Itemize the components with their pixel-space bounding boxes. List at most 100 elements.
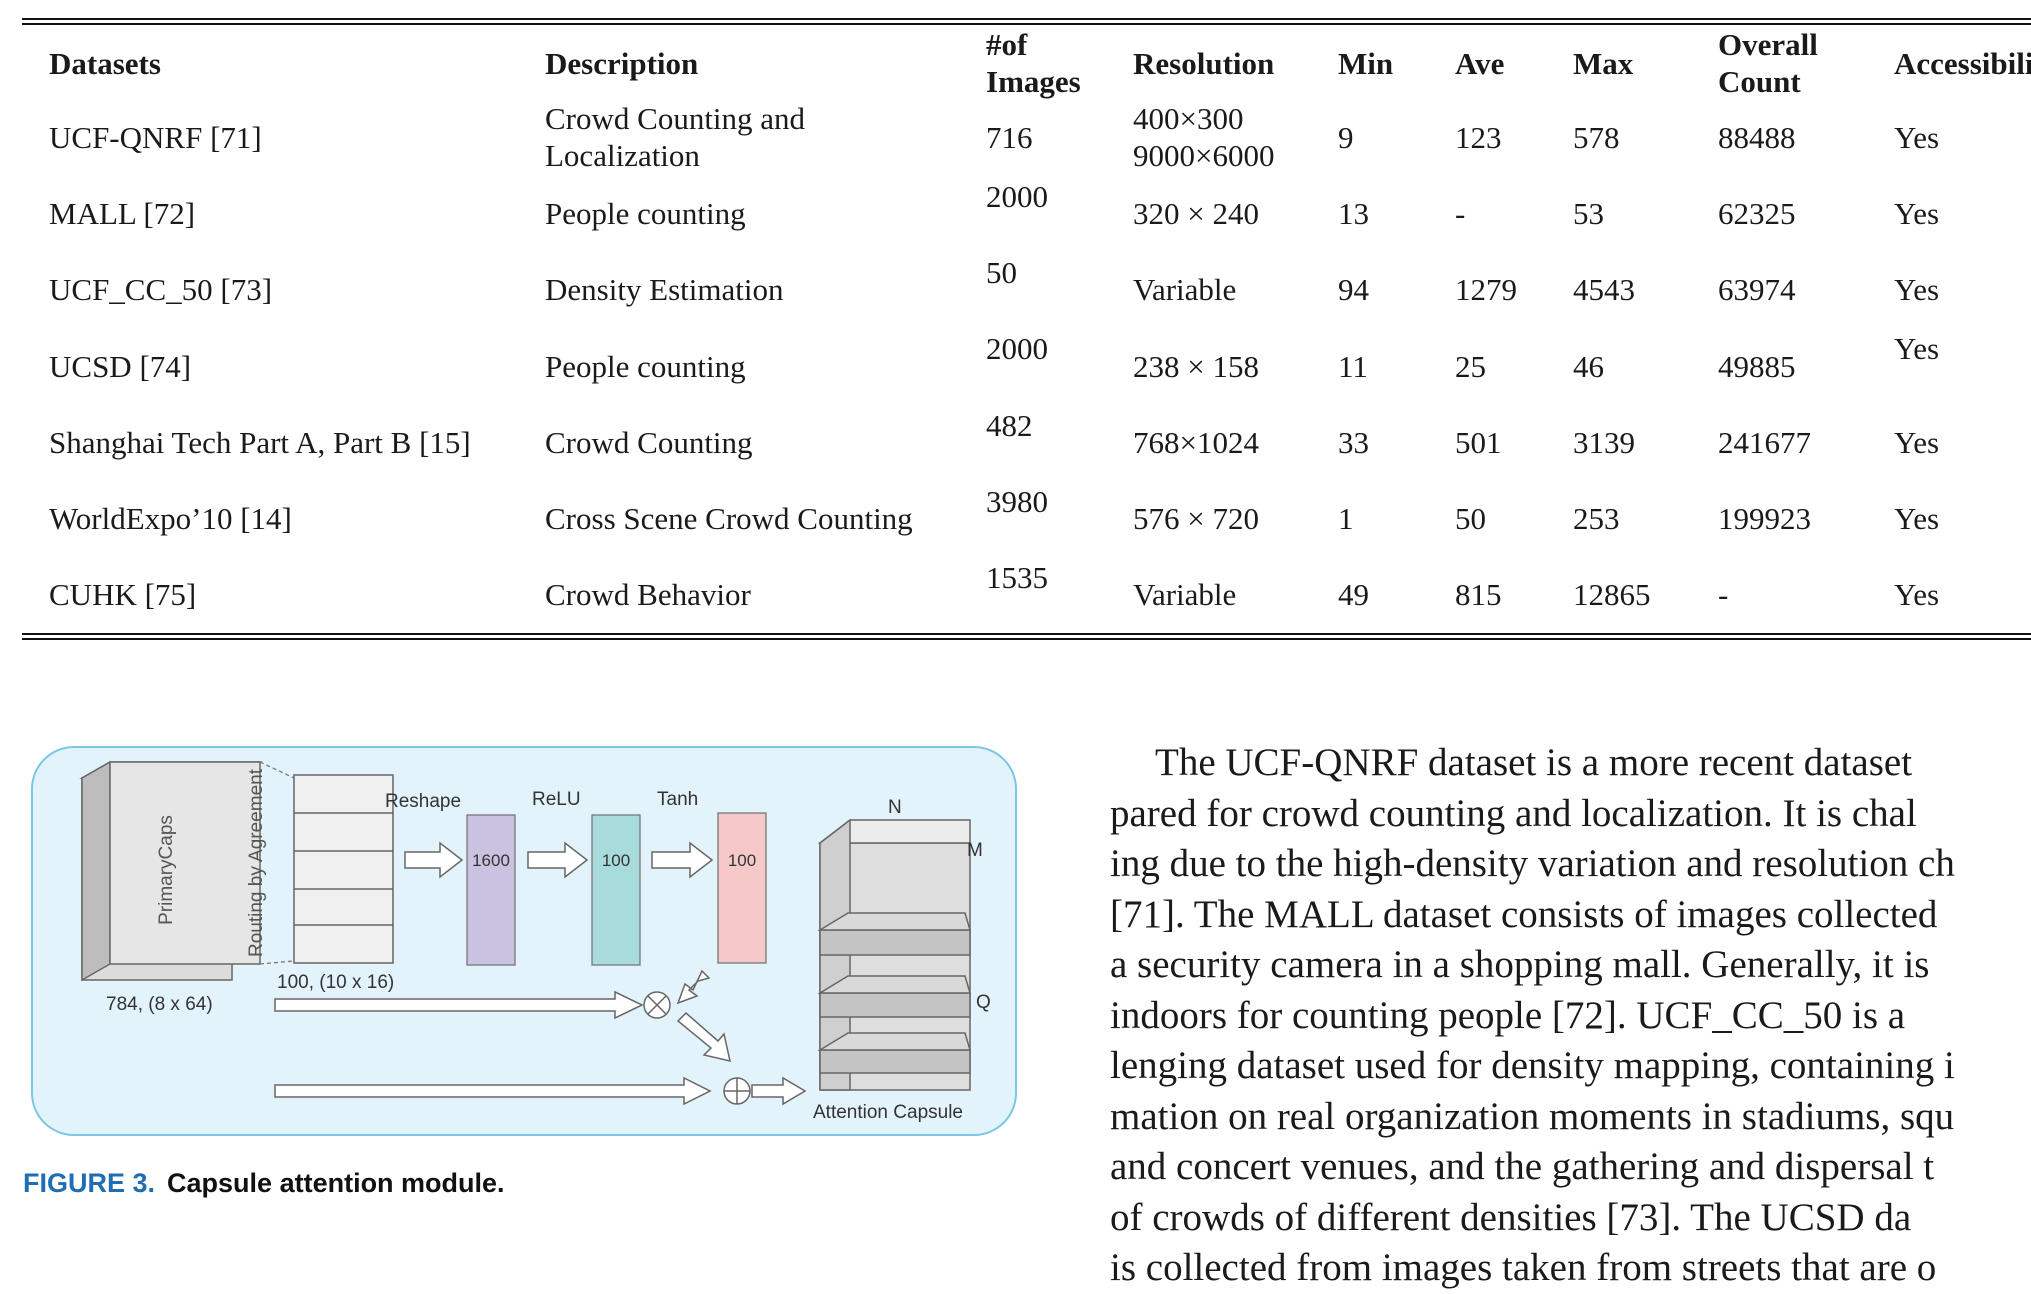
cell-ave: 50 [1455, 501, 1486, 536]
body-line: lenging dataset used for density mapping… [1110, 1044, 1955, 1087]
cell-images: 50 [986, 255, 1017, 290]
header-accessibility: Accessibility [1894, 46, 2031, 81]
cell-description: People counting [545, 196, 746, 231]
relu-box [591, 814, 641, 966]
cell-ave: - [1455, 196, 1466, 231]
skip-arrows [274, 969, 807, 1106]
cell-resolution: 576 × 720 [1133, 501, 1259, 536]
cell-dataset: WorldExpo’10 [14] [49, 501, 292, 536]
cell-images: 716 [986, 120, 1033, 155]
cell-resolution: 9000×6000 [1133, 138, 1275, 173]
cell-description: Cross Scene Crowd Counting [545, 501, 913, 536]
body-line: indoors for counting people [72]. UCF_CC… [1110, 993, 1906, 1037]
header-min: Min [1338, 46, 1394, 81]
header-images-line2: Images [986, 64, 1081, 99]
cell-resolution: 400×300 [1133, 101, 1244, 136]
cell-access: Yes [1894, 425, 1940, 460]
cell-overall: 199923 [1718, 501, 1811, 536]
cell-overall: 49885 [1718, 349, 1796, 384]
flow-arrows [404, 841, 714, 879]
cell-images: 2000 [986, 331, 1048, 366]
cell-min: 33 [1338, 425, 1369, 460]
body-line: pared for crowd counting and localizatio… [1110, 791, 1917, 835]
cell-ave: 1279 [1455, 272, 1517, 307]
body-paragraph: The UCF-QNRF dataset is a more recent da… [1110, 738, 2031, 1294]
primarycaps-label: PrimaryCaps [156, 815, 177, 925]
q-label: Q [976, 992, 991, 1013]
cell-min: 11 [1338, 349, 1368, 384]
tanh-box [717, 812, 767, 964]
cell-max: 253 [1573, 501, 1620, 536]
body-line: is collected from images taken from stre… [1110, 1246, 1937, 1289]
primarycaps-dims-label: 784, (8 x 64) [106, 994, 213, 1015]
cell-description: People counting [545, 349, 746, 384]
multiply-operator [643, 991, 671, 1019]
cell-resolution: Variable [1133, 577, 1237, 612]
reshape-label: Reshape [385, 791, 461, 812]
cell-dataset: UCF-QNRF [71] [49, 120, 262, 155]
cell-overall: 241677 [1718, 425, 1811, 460]
cell-max: 12865 [1573, 577, 1651, 612]
cell-min: 13 [1338, 196, 1369, 231]
body-line: and concert venues, and the gathering an… [1110, 1145, 1935, 1188]
header-images-line1: #of [986, 27, 1028, 62]
m-label: M [967, 840, 983, 861]
cell-description: Crowd Behavior [545, 577, 751, 612]
cell-max: 3139 [1573, 425, 1635, 460]
body-line: The UCF-QNRF dataset is a more recent da… [1155, 741, 1913, 784]
cell-ave: 123 [1455, 120, 1502, 155]
cell-max: 578 [1573, 120, 1620, 155]
relu-box-label: 100 [602, 851, 630, 870]
reshape-box-label: 1600 [472, 851, 510, 870]
body-line: ing due to the high-density variation an… [1110, 842, 1955, 885]
cell-images: 3980 [986, 484, 1048, 519]
cell-access: Yes [1894, 196, 1940, 231]
cell-resolution: 320 × 240 [1133, 196, 1259, 231]
body-line: mation on real organization moments in s… [1110, 1094, 1955, 1138]
cell-min: 49 [1338, 577, 1369, 612]
cell-dataset: MALL [72] [49, 196, 196, 231]
cell-min: 1 [1338, 501, 1354, 536]
cell-access: Yes [1894, 120, 1940, 155]
cell-dataset: UCSD [74] [49, 349, 192, 384]
cell-description: Localization [545, 138, 700, 173]
cell-dataset: UCF_CC_50 [73] [49, 272, 273, 307]
cell-ave: 25 [1455, 349, 1486, 384]
header-max: Max [1573, 46, 1634, 81]
cell-description: Density Estimation [545, 272, 784, 307]
cell-max: 46 [1573, 349, 1604, 384]
header-overall-line1: Overall [1718, 27, 1818, 62]
header-datasets: Datasets [49, 46, 161, 81]
cell-access: Yes [1894, 331, 1940, 366]
cell-images: 482 [986, 408, 1033, 443]
cell-images: 2000 [986, 179, 1048, 214]
capsule-attention-figure: PrimaryCaps 784, (8 x 64) Routing by Agr… [30, 745, 1018, 1137]
figure-caption-text: Capsule attention module. [167, 1168, 505, 1198]
reshape-box [466, 814, 516, 966]
cell-images: 1535 [986, 560, 1048, 595]
cell-overall: - [1718, 577, 1729, 612]
relu-label: ReLU [532, 789, 581, 810]
figure-caption: FIGURE 3.Capsule attention module. [23, 1168, 505, 1199]
header-overall-line2: Count [1718, 64, 1801, 99]
cell-overall: 63974 [1718, 272, 1796, 307]
routing-label: Routing by Agreement [246, 768, 267, 957]
header-resolution: Resolution [1133, 46, 1275, 81]
cell-description: Crowd Counting [545, 425, 753, 460]
cell-overall: 62325 [1718, 196, 1796, 231]
tanh-box-label: 100 [728, 851, 756, 870]
cell-resolution: 238 × 158 [1133, 349, 1259, 384]
cell-description: Crowd Counting and [545, 101, 806, 136]
cell-max: 4543 [1573, 272, 1635, 307]
cell-access: Yes [1894, 272, 1940, 307]
body-line: a security camera in a shopping mall. Ge… [1110, 943, 1930, 986]
body-line: of crowds of different densities [73]. T… [1110, 1195, 1912, 1239]
routing-capsule-stack [293, 774, 394, 964]
cell-dataset: CUHK [75] [49, 577, 197, 612]
header-ave: Ave [1455, 46, 1505, 81]
body-line: [71]. The MALL dataset consists of image… [1110, 892, 1938, 936]
attention-capsule-block [817, 818, 972, 1091]
cell-max: 53 [1573, 196, 1604, 231]
tanh-label: Tanh [657, 789, 698, 810]
cell-min: 94 [1338, 272, 1369, 307]
